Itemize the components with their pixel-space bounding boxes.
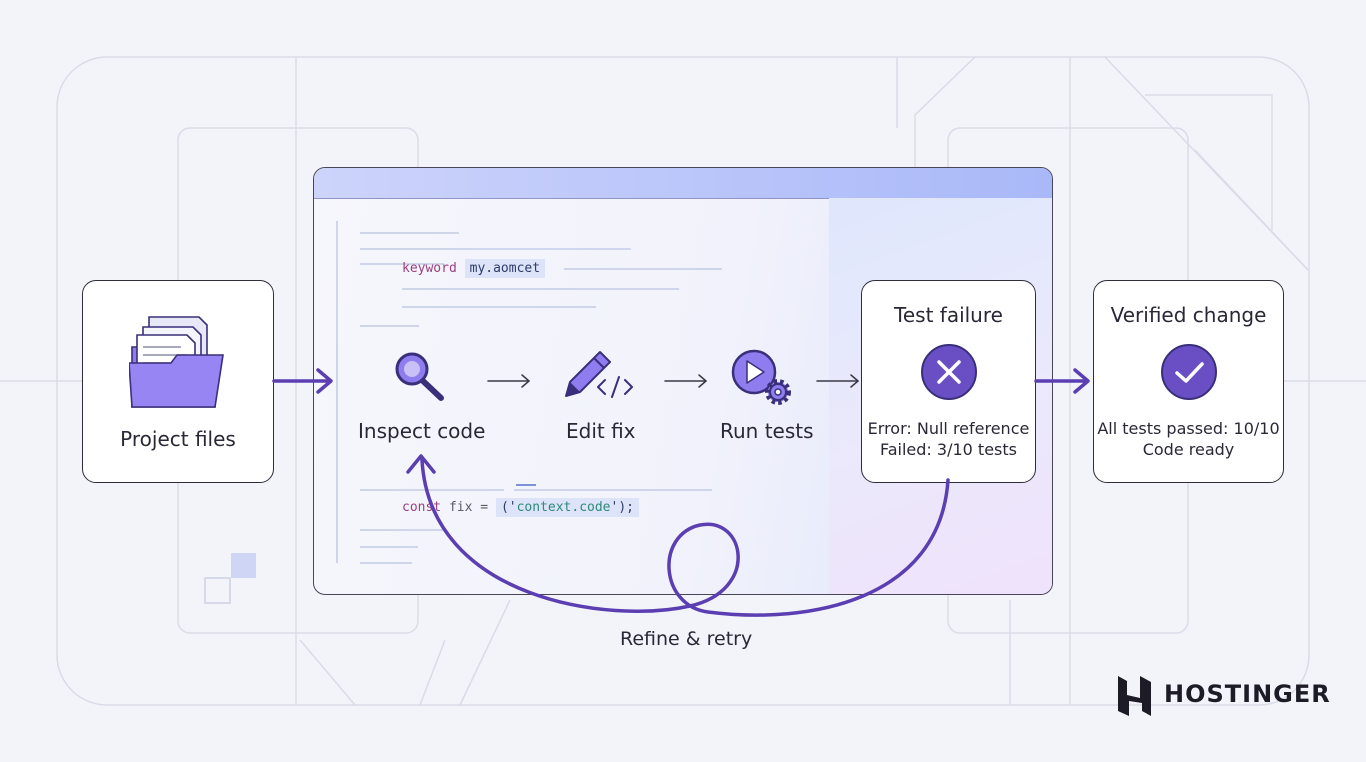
test-failure-error: Error: Null reference (867, 419, 1030, 438)
code-line-keyword: keyword my.aomcet (402, 259, 546, 278)
code-keyword-value: my.aomcet (464, 259, 546, 278)
verified-code-ready: Code ready (1142, 440, 1235, 459)
x-circle-icon (921, 344, 977, 400)
project-files-card: Project files (82, 280, 274, 483)
code-line-const: const fix = ('context.code'); (402, 498, 639, 517)
check-circle-icon (1161, 344, 1217, 400)
window-titlebar (314, 168, 1052, 199)
folder-files-icon (129, 316, 224, 408)
test-failure-title: Test failure (894, 303, 1003, 327)
code-const-string: context.code (516, 500, 611, 515)
hostinger-wordmark: HOSTINGER (1164, 680, 1331, 708)
test-failure-card: Test failure Error: Null reference Faile… (861, 280, 1036, 483)
code-const-rest: fix = (441, 500, 496, 515)
run-tests-label: Run tests (720, 419, 814, 443)
project-files-label: Project files (120, 427, 236, 451)
test-failure-count: Failed: 3/10 tests (880, 440, 1017, 459)
verified-change-title: Verified change (1110, 303, 1267, 327)
code-paren-close: '); (610, 500, 634, 515)
verified-change-card: Verified change All tests passed: 10/10 … (1093, 280, 1284, 483)
inspect-code-label: Inspect code (358, 419, 486, 443)
code-const-value: ('context.code'); (495, 498, 639, 517)
code-const-keyword: const (402, 500, 442, 515)
refine-retry-label: Refine & retry (620, 628, 753, 650)
edit-fix-label: Edit fix (566, 419, 636, 443)
code-paren-open: (' (500, 500, 517, 515)
code-keyword: keyword (402, 261, 457, 276)
verified-tests-passed: All tests passed: 10/10 (1097, 419, 1280, 438)
